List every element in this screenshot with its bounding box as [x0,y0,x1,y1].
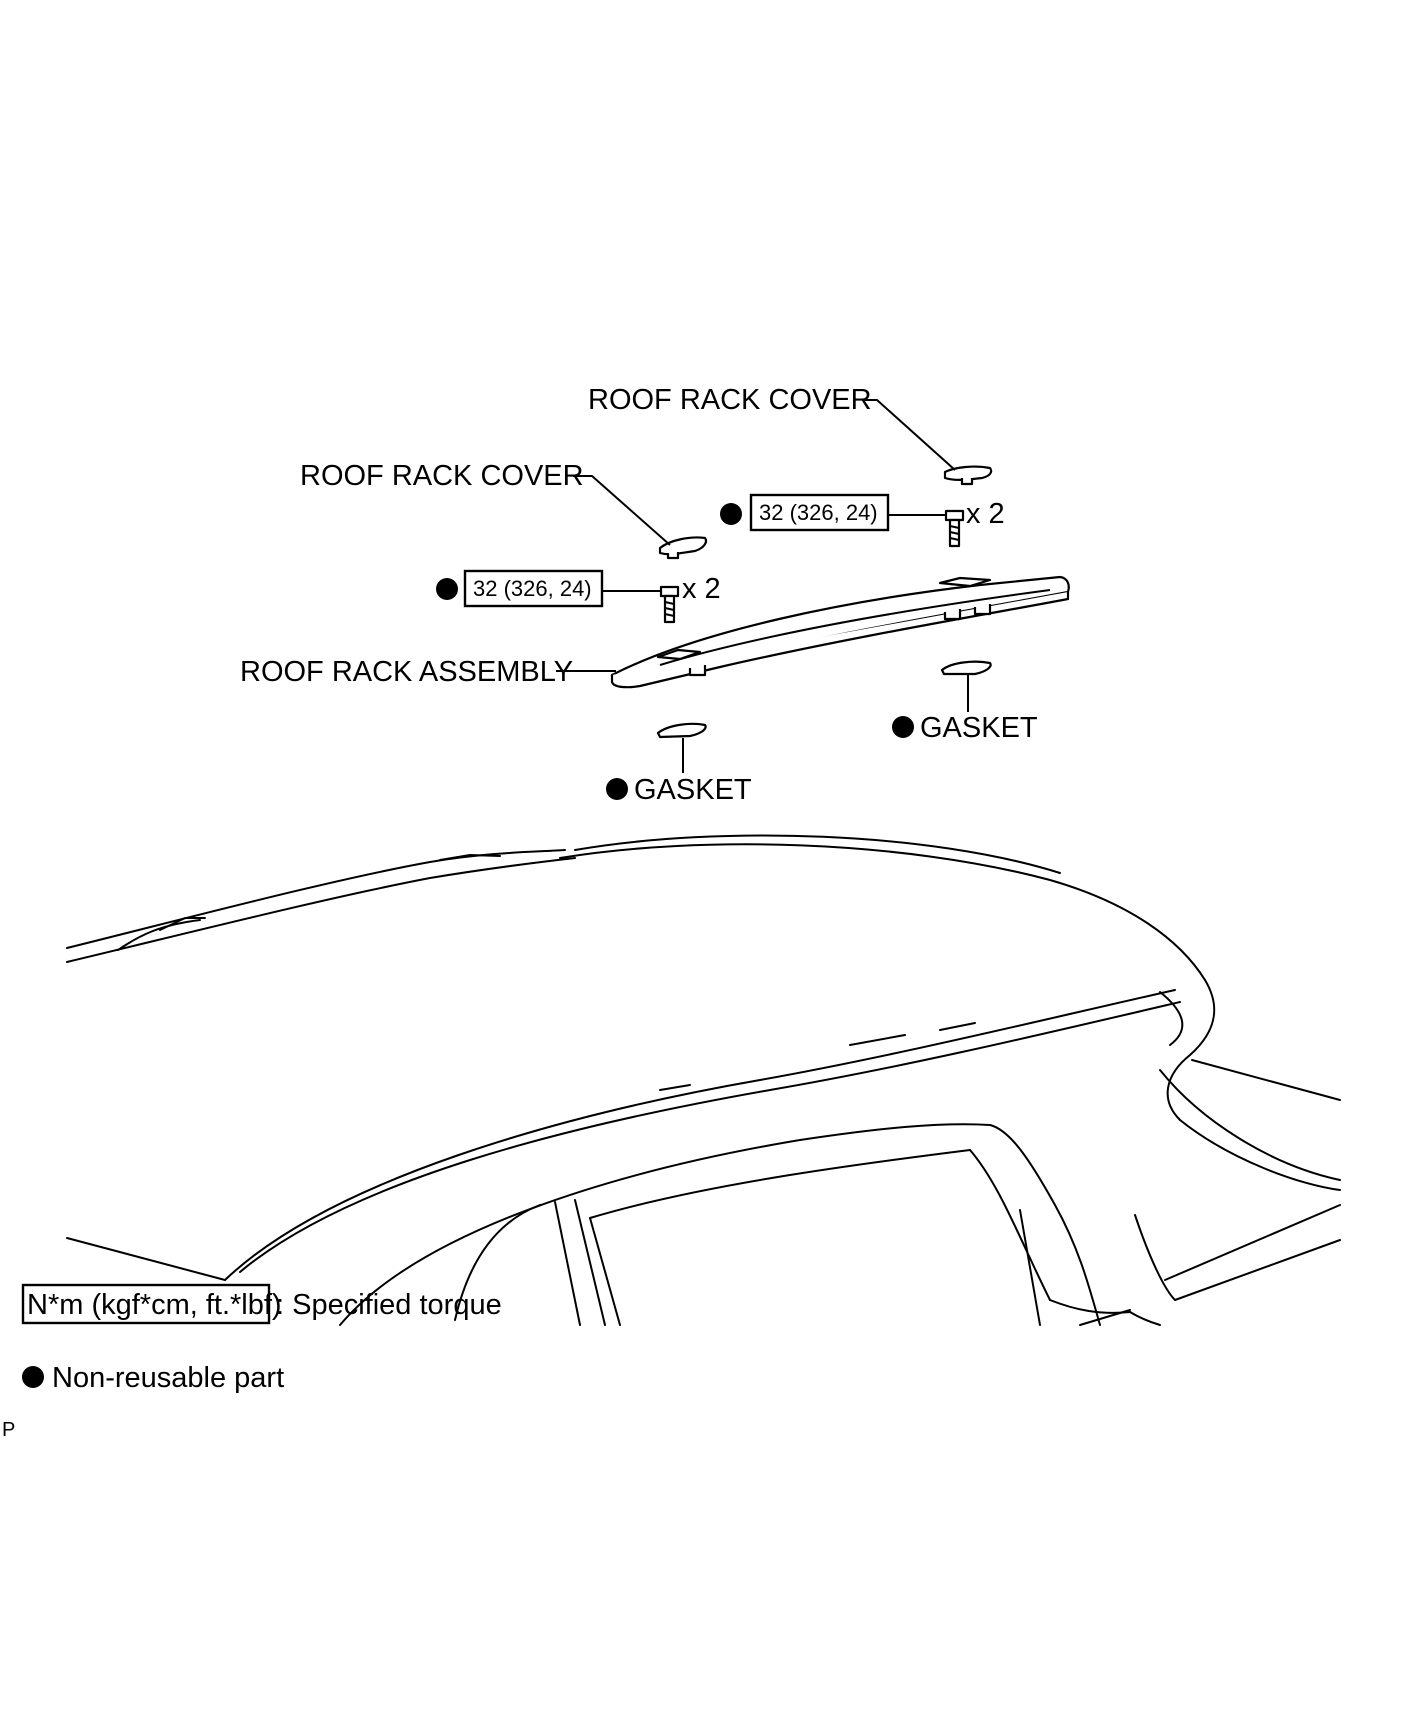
legend-non-reusable-text: Non-reusable part [52,1362,284,1394]
torque-box-left [463,569,604,608]
label-roof-rack-cover-left: ROOF RACK COVER [300,460,584,492]
non-reusable-dot-bolt-left [436,578,458,600]
gasket-right-part [940,660,992,676]
qty-right: x 2 [966,498,1005,530]
legend-torque-units: N*m (kgf*cm, ft.*lbf) [27,1289,282,1321]
roof-rack-assembly [610,575,1070,689]
label-roof-rack-assembly: ROOF RACK ASSEMBLY [240,656,573,688]
torque-value-right: 32 (326, 24) [759,500,878,525]
non-reusable-dot-gasket-left [606,778,628,800]
torque-box-right [749,493,890,532]
legend-torque-box [21,1283,271,1325]
bolt-right [944,509,965,548]
gasket-left-part [656,722,707,739]
vehicle-roof-outline [66,834,1341,1326]
roof-rack-cover-left-part [658,536,708,560]
legend-non-reusable-dot [22,1366,44,1388]
label-roof-rack-cover-right: ROOF RACK COVER [588,384,872,416]
legend: N*m (kgf*cm, ft.*lbf) : Specified torque… [21,1283,502,1394]
bolt-left [659,585,680,624]
label-gasket-right: GASKET [920,712,1038,744]
non-reusable-dot-gasket-right [892,716,914,738]
figure-code: P [2,1419,15,1441]
torque-value-left: 32 (326, 24) [473,576,592,601]
roof-rack-cover-right-part [943,465,993,486]
legend-torque-text: : Specified torque [276,1289,502,1321]
leader-lines [556,399,969,773]
label-gasket-left: GASKET [634,774,752,806]
non-reusable-dot-bolt-right [720,503,742,525]
qty-left: x 2 [682,573,721,605]
